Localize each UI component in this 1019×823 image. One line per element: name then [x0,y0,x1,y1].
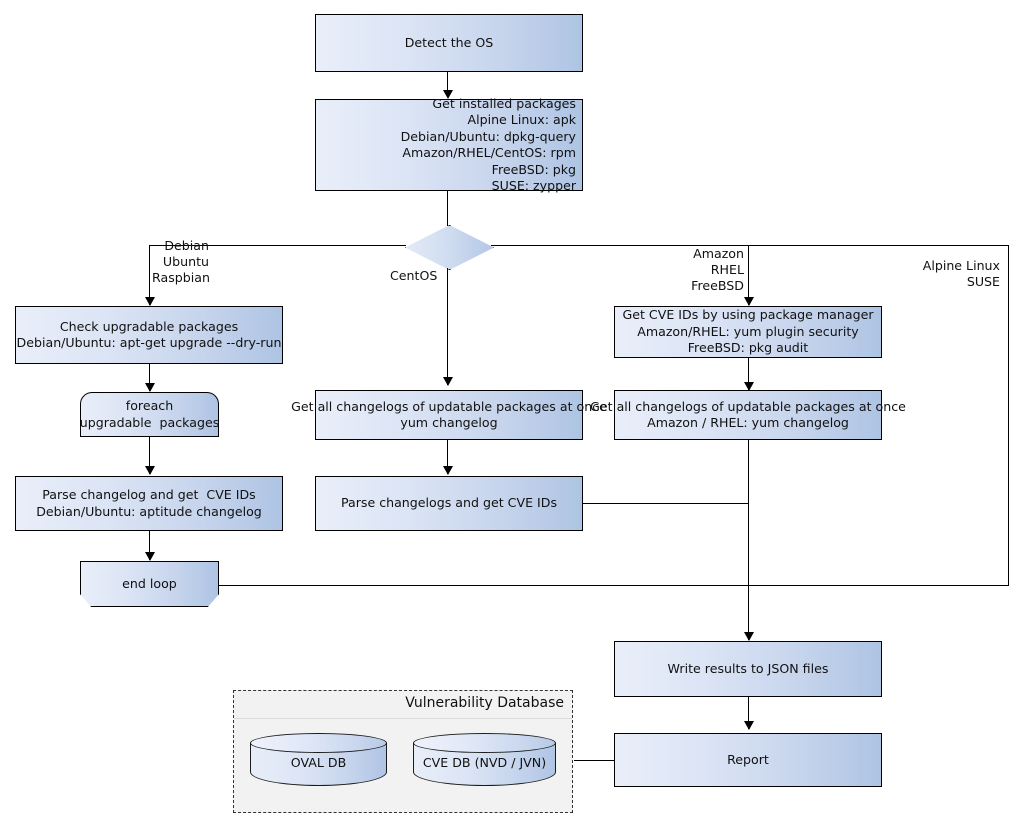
node-report[interactable]: Report [614,733,882,787]
node-check-upgradable-label: Check upgradable packages Debian/Ubuntu:… [16,318,282,351]
node-detect-os[interactable]: Detect the OS [315,14,583,72]
node-get-installed-packages[interactable]: Get installed packages Alpine Linux: apk… [315,96,583,193]
connector-decision-right-h [491,245,1009,247]
vulnerability-database-title: Vulnerability Database [405,695,564,711]
arrowhead-write-json-to-report [744,721,754,730]
connector-decision-left-v [149,245,151,305]
node-check-upgradable[interactable]: Check upgradable packages Debian/Ubuntu:… [15,306,283,364]
connector-amazon-branch-v [748,245,750,305]
node-get-cve-pkg-manager[interactable]: Get CVE IDs by using package manager Ama… [614,306,882,358]
node-changelogs-centos[interactable]: Get all changelogs of updatable packages… [291,390,607,440]
connector-right-spine [748,440,750,640]
connector-detect-to-packages [447,72,449,96]
node-foreach-loop[interactable]: foreach upgradable packages [80,392,219,437]
arrowhead-amazon-branch [744,297,754,306]
node-end-loop-label: end loop [122,575,177,591]
arrowhead-check-to-foreach [145,383,155,392]
connector-check-to-foreach [149,364,151,391]
arrowhead-decision-left [145,297,155,306]
node-foreach-loop-label: foreach upgradable packages [79,398,220,430]
node-report-label: Report [727,751,769,767]
arrowhead-parse-to-endloop [145,552,155,561]
arrowhead-detect-to-packages [443,90,453,99]
connector-decision-center-v [447,268,449,385]
node-parse-changelogs-center-label: Parse changelogs and get CVE IDs [340,495,558,511]
node-detect-os-label: Detect the OS [404,34,494,50]
connector-parse-to-endloop [149,531,151,560]
connector-centos-changelogs-to-parse [447,440,449,474]
node-os-decision[interactable] [405,225,494,270]
connector-packages-to-decision [447,191,449,226]
connector-endloop-right [219,585,1009,587]
connector-center-parse-to-spine [583,503,749,505]
edge-label-amazon-branch: Amazon RHEL FreeBSD [691,246,744,293]
edge-label-debian-branch: Debian Ubuntu Raspbian [152,238,210,285]
node-end-loop[interactable]: end loop [80,561,219,607]
connector-alpine-branch-v [1008,245,1010,586]
node-parse-changelog-left-label: Parse changelog and get CVE IDs Debian/U… [36,487,262,519]
node-get-installed-packages-label: Get installed packages Alpine Linux: apk… [400,95,576,194]
end-loop-shape [80,561,219,607]
oval-db-label: OVAL DB [290,755,347,770]
connector-write-json-to-report [748,697,750,729]
edge-label-alpine-branch: Alpine Linux SUSE [922,258,1000,289]
connector-vulndb-to-report [574,760,615,762]
arrowhead-centos-changelogs-to-parse [443,466,453,475]
oval-db-top [250,733,387,753]
node-write-json-label: Write results to JSON files [667,660,829,676]
node-get-cve-pkg-manager-label: Get CVE IDs by using package manager Ama… [622,307,874,356]
edge-label-centos-branch: CentOS [390,268,438,283]
database-cylinder-oval[interactable]: OVAL DB [250,733,387,786]
node-write-json[interactable]: Write results to JSON files [614,641,882,697]
arrowhead-foreach-to-parse [145,466,155,475]
node-changelogs-amazon[interactable]: Get all changelogs of updatable packages… [590,390,906,440]
node-parse-changelogs-center[interactable]: Parse changelogs and get CVE IDs [315,476,583,531]
connector-decision-left-h [149,245,406,247]
connector-foreach-to-parse [149,437,151,474]
arrowhead-decision-center [443,377,453,386]
cve-db-label: CVE DB (NVD / JVN) [422,755,547,770]
cve-db-top [413,733,556,753]
arrowhead-right-spine-to-write-json [744,632,754,641]
arrowhead-cve-to-changelogs-amazon [744,382,754,391]
node-changelogs-centos-label: Get all changelogs of updatable packages… [291,398,607,431]
node-parse-changelog-left[interactable]: Parse changelog and get CVE IDs Debian/U… [15,476,283,531]
node-changelogs-amazon-label: Get all changelogs of updatable packages… [590,398,906,431]
group-header-divider [234,718,572,719]
connector-cve-to-changelogs-amazon [748,358,750,391]
database-cylinder-cve[interactable]: CVE DB (NVD / JVN) [413,733,556,786]
